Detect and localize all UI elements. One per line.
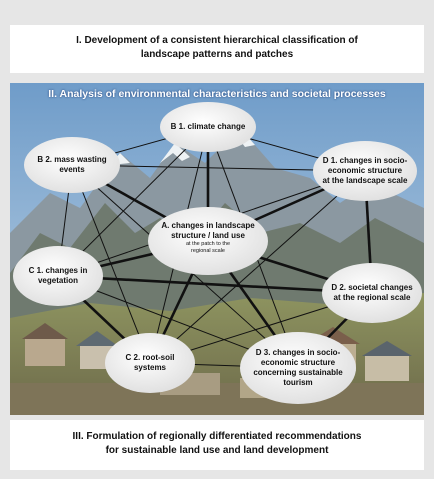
node-d1-ellipse (313, 141, 417, 201)
node-c2-label: C 2. root-soil systems (108, 353, 192, 373)
node-b2-line-1: B 2. mass wasting (37, 155, 107, 164)
section-3-heading: III. Formulation of regionally different… (10, 430, 424, 458)
node-d2-line-1: D 2. societal changes (331, 283, 413, 292)
node-c1-label: C 1. changes in vegetation (16, 266, 100, 286)
node-c1-line-2: vegetation (37, 276, 78, 285)
section-2-title: II. Analysis of environmental characteri… (48, 88, 386, 100)
node-d1-line-1: D 1. changes in socio- (322, 156, 408, 165)
landscape-photo (10, 83, 424, 415)
node-d3-line-1: D 3. changes in socio- (255, 348, 341, 357)
node-a-sub-2: regional scale (191, 248, 225, 254)
node-d3-line-3: concerning sustainable (253, 368, 343, 377)
section-1-heading: I. Development of a consistent hierarchi… (10, 34, 424, 62)
section-1-line-1: I. Development of a consistent hierarchi… (76, 35, 358, 46)
node-a-label: A. changes in landscape structure / land… (152, 221, 264, 255)
node-a-sub-1: at the patch to the (185, 241, 231, 247)
node-b1-line-1: B 1. climate change (170, 122, 246, 131)
section-2-panel: II. Analysis of environmental characteri… (10, 83, 424, 415)
section-1-panel: I. Development of a consistent hierarchi… (10, 25, 424, 73)
node-b1-label: B 1. climate change (160, 122, 256, 132)
section-3-line-2: for sustainable land use and land develo… (105, 445, 329, 456)
node-a-line-2: structure / land use (171, 231, 245, 240)
node-d2-line-2: at the regional scale (333, 293, 411, 302)
node-b2-label: B 2. mass wasting events (26, 155, 118, 175)
node-c2-line-1: C 2. root-soil (125, 353, 175, 362)
node-d2-label: D 2. societal changes at the regional sc… (324, 283, 420, 303)
node-d3-line-2: economic structure (260, 358, 336, 367)
section-1-line-2: landscape patterns and patches (140, 49, 294, 60)
node-c2-ellipse (105, 333, 195, 393)
node-c2-line-2: systems (133, 363, 167, 372)
section-3-line-1: III. Formulation of regionally different… (72, 431, 362, 442)
node-d2-ellipse (322, 263, 422, 323)
section-3-panel: III. Formulation of regionally different… (10, 420, 424, 470)
node-d3-line-4: tourism (283, 378, 313, 387)
node-a-ellipse (148, 207, 268, 275)
node-c1-ellipse (13, 246, 103, 306)
node-d3-ellipse (240, 332, 356, 404)
node-b1-ellipse (160, 102, 256, 152)
node-d1-label: D 1. changes in socio- economic structur… (315, 156, 415, 186)
node-b2-line-2: events (59, 165, 85, 174)
node-a-line-1: A. changes in landscape (161, 221, 255, 230)
node-d1-line-2: economic structure (327, 166, 403, 175)
node-d1-line-3: at the landscape scale (322, 176, 408, 185)
node-c1-line-1: C 1. changes in (28, 266, 88, 275)
node-b2-ellipse (24, 137, 120, 193)
node-d3-label: D 3. changes in socio- economic structur… (244, 348, 352, 388)
